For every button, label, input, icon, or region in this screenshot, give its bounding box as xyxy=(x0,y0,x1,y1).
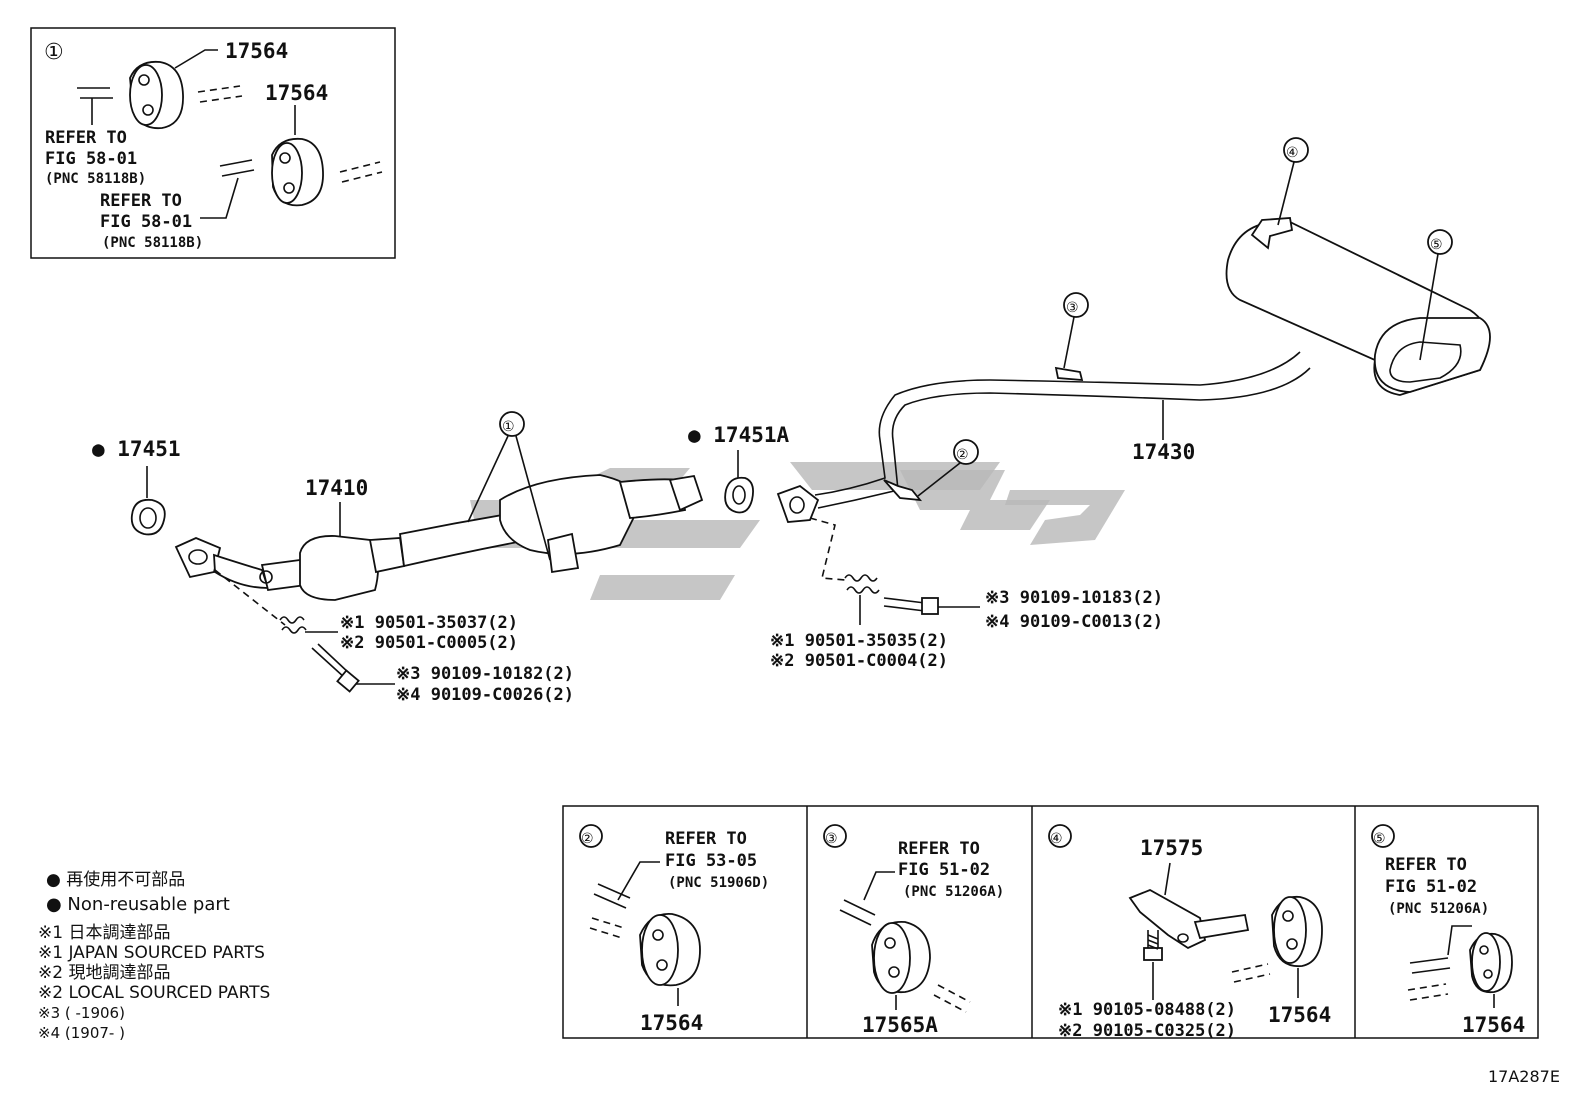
front-spring-2: ※2 90501-C0005(2) xyxy=(340,633,518,653)
figure-code: 17A287E xyxy=(1488,1067,1560,1086)
callout-5-marker: ⑤ xyxy=(1430,237,1443,253)
bolt-icon xyxy=(311,643,360,693)
panel-2-marker: ② xyxy=(581,831,594,847)
callout-3: ③ xyxy=(1054,292,1089,382)
inset-1-part-top: 17564 xyxy=(225,39,288,63)
callout-3-marker: ③ xyxy=(1066,300,1079,316)
front-bolt-3: ※3 90109-10182(2) xyxy=(396,664,574,684)
inset-1-ref1-pnc: (PNC 58118B) xyxy=(45,171,146,187)
panel-3-ref-line1: REFER TO xyxy=(898,839,980,859)
front-bolt-4: ※4 90109-C0026(2) xyxy=(396,685,574,705)
inset-1-ref2-pnc: (PNC 58118B) xyxy=(102,235,203,251)
panel-4-bracket: 17575 xyxy=(1140,836,1203,860)
bolt-icon xyxy=(1143,930,1163,961)
legend-nonreusable-jp: ● 再使用不可部品 xyxy=(46,869,185,890)
panel-5: ⑤ REFER TO FIG 51-02 (PNC 51206A) 17564 xyxy=(1371,824,1525,1037)
inset-1: ① 17564 17564 REFER TO FIG 58-01 (PNC 5 xyxy=(30,27,396,259)
hanger-rubber-icon xyxy=(1271,895,1323,968)
legend-note2-en: ※2 LOCAL SOURCED PARTS xyxy=(38,983,270,1003)
front-pipe-17410: 17410 xyxy=(174,474,704,601)
panel-2-ref-pnc: (PNC 51906D) xyxy=(668,875,769,891)
callout-5: ⑤ xyxy=(1419,229,1453,361)
legend-note3: ※3 ( -1906) xyxy=(38,1004,125,1022)
legend-note1-en: ※1 JAPAN SOURCED PARTS xyxy=(38,943,265,963)
legend-note2-jp: ※2 現地調達部品 xyxy=(38,963,170,983)
panel-5-marker: ⑤ xyxy=(1373,831,1386,847)
inset-1-ref2-line1: REFER TO xyxy=(100,191,182,211)
panel-3-ref-line2: FIG 51-02 xyxy=(898,860,990,880)
bottom-panels xyxy=(562,805,1539,1039)
hanger-rubber-icon xyxy=(271,137,324,207)
panel-5-ref-pnc: (PNC 51206A) xyxy=(1388,901,1489,917)
panel-2-part: 17564 xyxy=(640,1011,703,1035)
front-spring-1: ※1 90501-35037(2) xyxy=(340,613,518,633)
panel-3-marker: ③ xyxy=(825,831,838,847)
inset-1-ref2-line2: FIG 58-01 xyxy=(100,212,192,232)
inset-1-ref1-line1: REFER TO xyxy=(45,128,127,148)
rear-bolt-4: ※4 90109-C0013(2) xyxy=(985,612,1163,632)
gasket-17451: ● 17451 xyxy=(92,437,181,536)
inset-1-part-second: 17564 xyxy=(265,81,328,105)
gasket-17451A: ● 17451A xyxy=(688,423,790,514)
panel-5-ref-line2: FIG 51-02 xyxy=(1385,877,1477,897)
panel-4: ④ 17575 ※1 90105-08488(2) ※2 90105-C0325… xyxy=(1048,824,1331,1041)
panel-3-ref-pnc: (PNC 51206A) xyxy=(903,884,1004,900)
panel-4-bolt-2: ※2 90105-C0325(2) xyxy=(1058,1021,1236,1041)
bolt-icon xyxy=(883,597,939,615)
callout-4-marker: ④ xyxy=(1286,145,1299,161)
rear-bolt-3: ※3 90109-10183(2) xyxy=(985,588,1163,608)
callout-2: ② xyxy=(883,439,979,502)
legend: ● 再使用不可部品 ● Non-reusable part ※1 日本調達部品 … xyxy=(38,869,270,1042)
callout-1: ① xyxy=(467,411,551,561)
label-17451A: ● 17451A xyxy=(688,423,790,447)
panel-4-part: 17564 xyxy=(1268,1003,1331,1027)
spring-icon xyxy=(279,616,307,634)
inset-1-marker: ① xyxy=(44,40,64,65)
hanger-rubber-icon xyxy=(871,921,931,994)
label-17451: ● 17451 xyxy=(92,437,181,461)
label-17410: 17410 xyxy=(305,476,368,500)
bracket-icon xyxy=(1128,889,1250,950)
legend-nonreusable-en: ● Non-reusable part xyxy=(46,894,230,915)
panel-2-ref-line1: REFER TO xyxy=(665,829,747,849)
panel-5-ref-line1: REFER TO xyxy=(1385,855,1467,875)
label-17430: 17430 xyxy=(1132,440,1195,464)
legend-note4: ※4 (1907- ) xyxy=(38,1024,125,1042)
hanger-rubber-icon xyxy=(639,912,701,987)
hanger-rubber-icon xyxy=(1469,932,1513,994)
legend-note1-jp: ※1 日本調達部品 xyxy=(38,923,170,943)
inset-1-ref1-line2: FIG 58-01 xyxy=(45,149,137,169)
tail-pipe-17430 xyxy=(776,217,1491,523)
panel-2: ② REFER TO FIG 53-05 (PNC 51906D) 17564 xyxy=(579,824,769,1035)
rear-spring-2: ※2 90501-C0004(2) xyxy=(770,651,948,671)
spring-icon xyxy=(844,574,880,594)
panel-2-ref-line2: FIG 53-05 xyxy=(665,851,757,871)
panel-3: ③ REFER TO FIG 51-02 (PNC 51206A) 17565A xyxy=(823,824,1004,1037)
callout-1-marker: ① xyxy=(502,419,515,435)
panel-4-bolt-1: ※1 90105-08488(2) xyxy=(1058,1000,1236,1020)
callout-2-marker: ② xyxy=(956,447,969,463)
callout-4: ④ xyxy=(1277,137,1309,226)
rear-spring-1: ※1 90501-35035(2) xyxy=(770,631,948,651)
panel-5-part: 17564 xyxy=(1462,1013,1525,1037)
hanger-rubber-icon xyxy=(129,60,184,130)
panel-4-marker: ④ xyxy=(1050,831,1063,847)
panel-3-part: 17565A xyxy=(862,1013,938,1037)
